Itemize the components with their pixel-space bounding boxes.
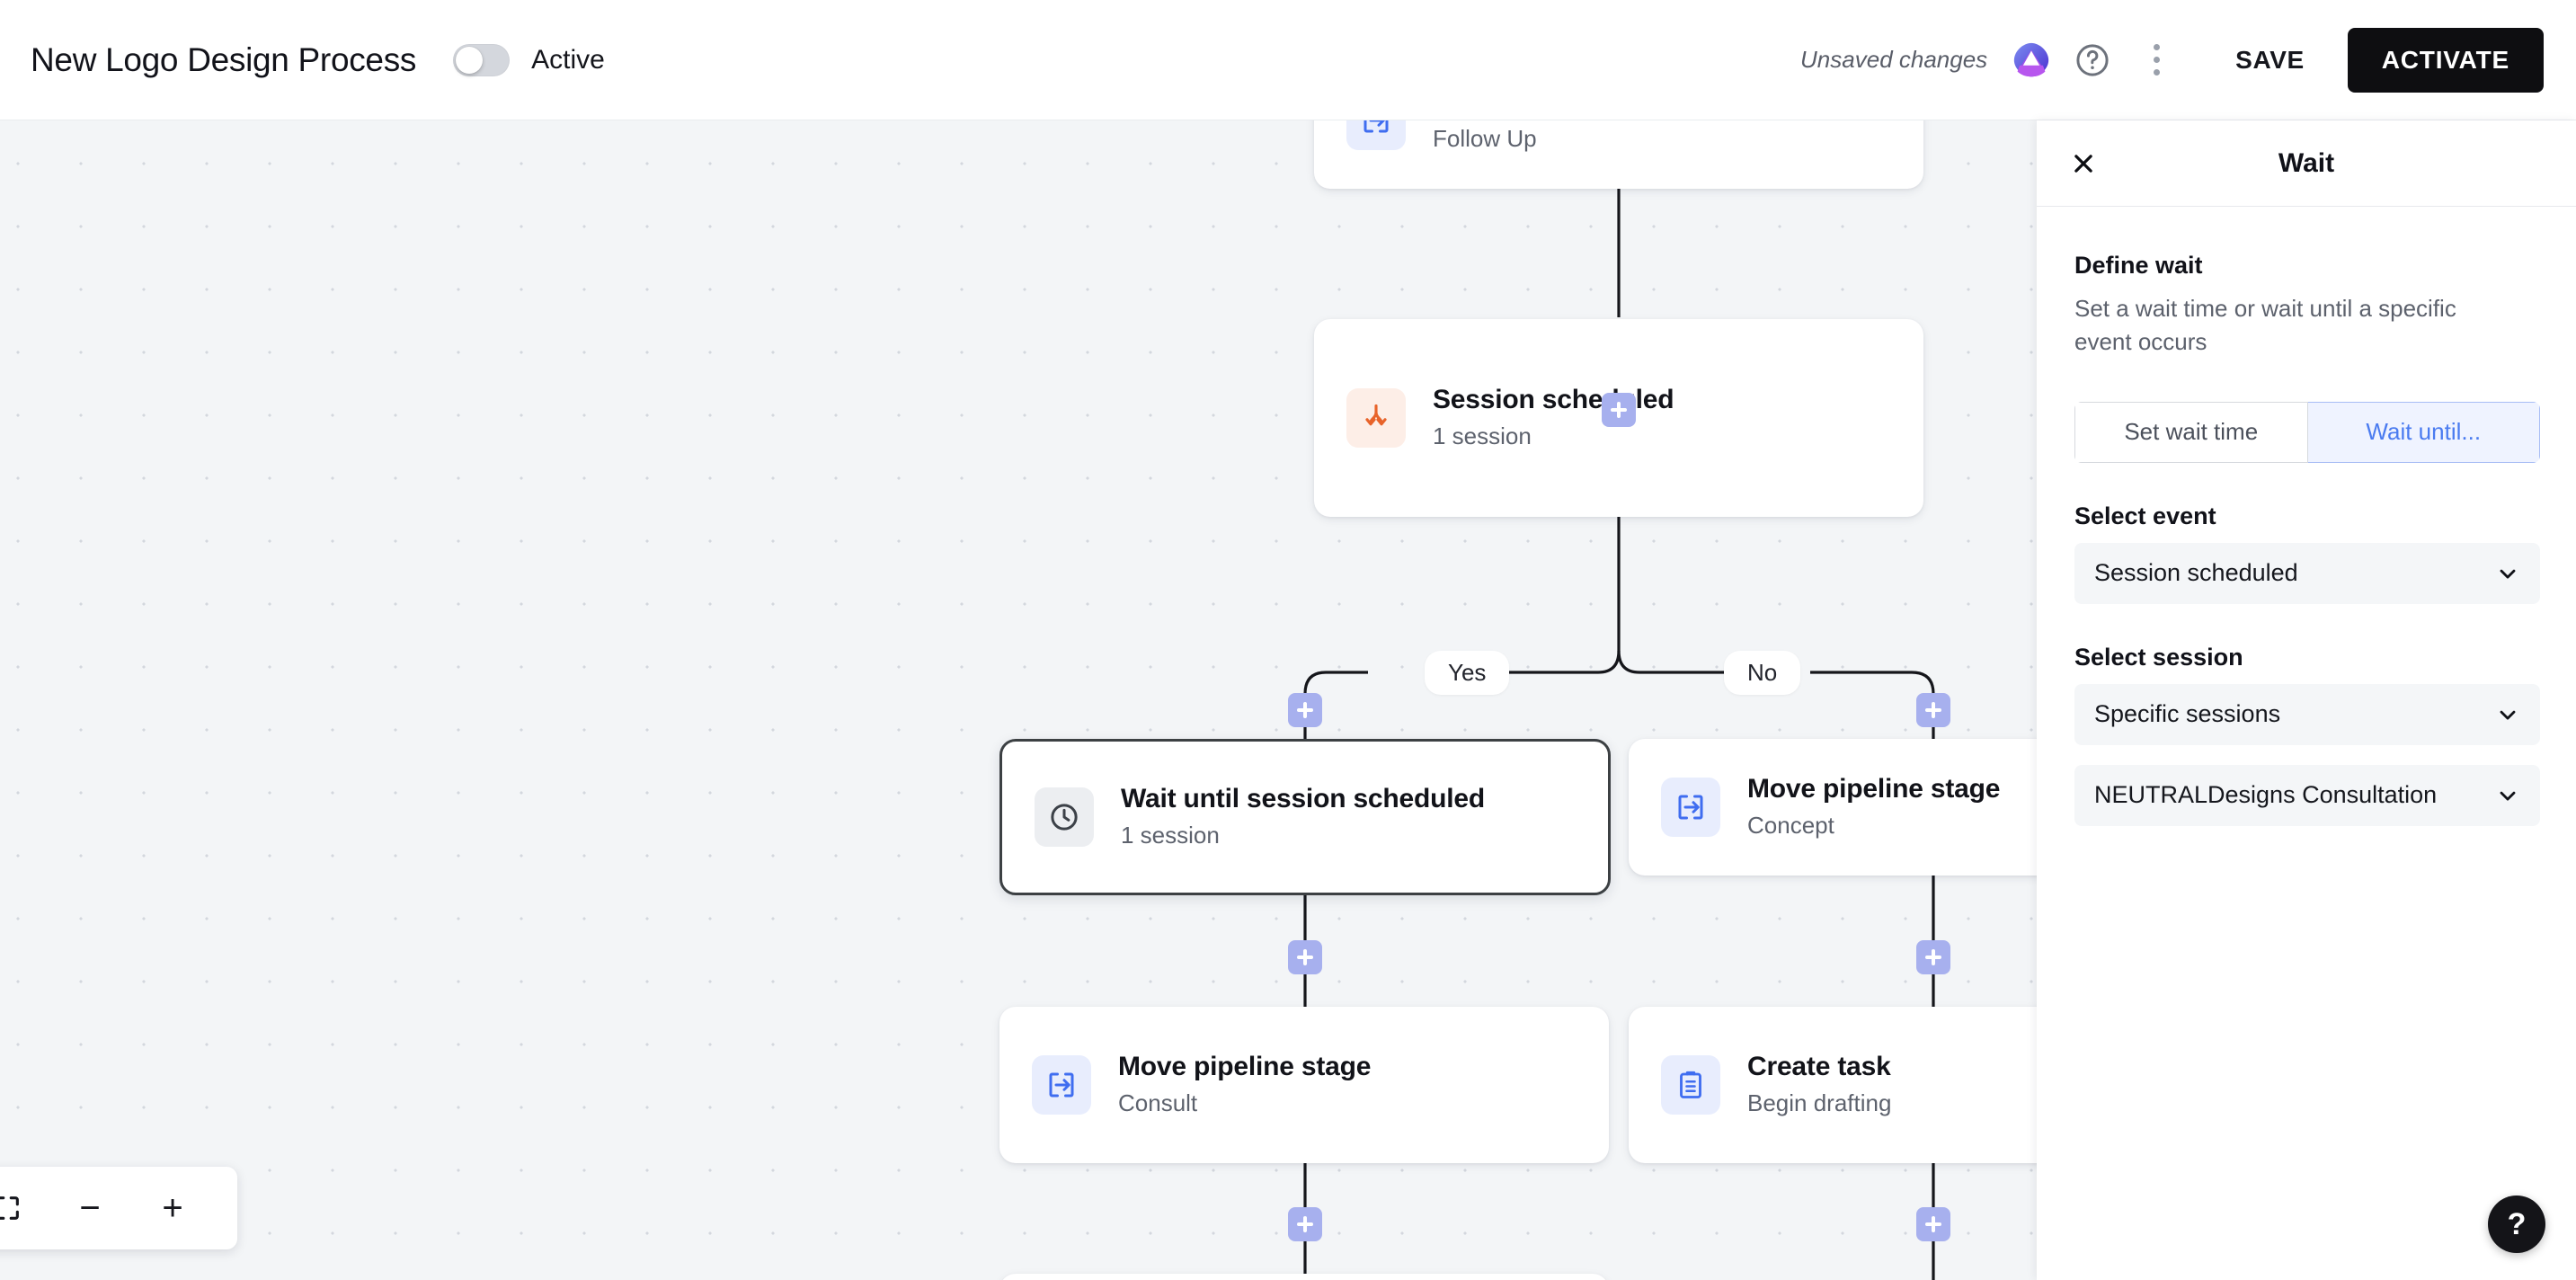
fit-to-screen-button[interactable] [0, 1167, 49, 1249]
save-button[interactable]: SAVE [2217, 33, 2323, 87]
select-session-value: Specific sessions [2094, 700, 2281, 728]
flow-node-text: Move pipeline stage Follow Up [1433, 120, 1685, 155]
help-fab-button[interactable]: ? [2488, 1196, 2545, 1253]
define-wait-description: Set a wait time or wait until a specific… [2074, 295, 2456, 355]
zoom-in-button[interactable]: + [131, 1167, 214, 1249]
select-event-dropdown[interactable]: Session scheduled [2074, 542, 2540, 604]
flow-node-text: Wait until session scheduled 1 session [1121, 783, 1485, 851]
select-session-label: Select session [2074, 643, 2243, 671]
flow-node-text: Session scheduled 1 session [1433, 384, 1674, 452]
add-step-button[interactable] [1602, 393, 1636, 427]
fit-to-screen-icon [0, 1196, 19, 1220]
add-step-button[interactable] [1288, 940, 1322, 974]
flow-node-subtitle: Consult [1118, 1089, 1198, 1117]
flow-node-move-pipeline-stage-follow-up[interactable]: Move pipeline stage Follow Up [1314, 120, 1923, 189]
flow-node-title: Move pipeline stage [1747, 773, 2001, 804]
define-wait-heading: Define wait [2074, 252, 2203, 279]
add-step-button[interactable] [1916, 940, 1950, 974]
select-event-label: Select event [2074, 502, 2216, 529]
kebab-menu-icon[interactable] [2136, 39, 2176, 82]
wait-until-option[interactable]: Wait until... [2307, 401, 2540, 463]
branch-label-no: No [1724, 651, 1801, 695]
top-bar: New Logo Design Process Active Unsaved c… [0, 0, 2576, 120]
flow-node-text: Create task Begin drafting [1747, 1051, 1891, 1119]
clock-icon [1035, 787, 1094, 847]
panel-header: Wait [2037, 120, 2576, 207]
active-toggle[interactable] [453, 43, 511, 76]
select-event-value: Session scheduled [2094, 559, 2298, 587]
specific-session-value: NEUTRALDesigns Consultation [2094, 781, 2438, 809]
flow-node-text: Move pipeline stage Consult [1118, 1051, 1371, 1119]
zoom-out-button[interactable]: − [49, 1167, 131, 1249]
flow-node-text: Move pipeline stage Concept [1747, 773, 2000, 841]
move-pipeline-stage-icon [1032, 1055, 1091, 1115]
flow-node-subtitle: 1 session [1121, 822, 1220, 849]
active-toggle-label: Active [531, 44, 605, 75]
wait-mode-segmented-control: Set wait time Wait until... [2074, 401, 2540, 463]
flow-node-subtitle: Begin drafting [1747, 1089, 1892, 1117]
zoom-toolbar: − + [0, 1167, 237, 1249]
flow-node-title: Move pipeline stage [1118, 1051, 1372, 1081]
page-title: New Logo Design Process [31, 40, 417, 78]
add-step-button[interactable] [1288, 1207, 1322, 1241]
unsaved-changes-status: Unsaved changes [1800, 46, 1988, 73]
active-toggle-group: Active [453, 43, 605, 76]
flow-node-title: Wait until session scheduled [1121, 783, 1486, 813]
panel-body: Define wait Set a wait time or wait unti… [2037, 207, 2576, 1280]
branch-condition-icon [1346, 388, 1406, 448]
activate-button[interactable]: ACTIVATE [2347, 27, 2544, 93]
chevron-down-icon [2500, 791, 2516, 801]
flow-node-move-pipeline-stage-consult[interactable]: Move pipeline stage Consult [999, 1007, 1609, 1163]
set-wait-time-option[interactable]: Set wait time [2074, 401, 2308, 463]
flow-node-title: Session scheduled [1433, 384, 1674, 414]
move-pipeline-stage-icon [1661, 778, 1720, 837]
chevron-down-icon [2500, 710, 2516, 720]
toggle-knob [456, 46, 484, 74]
branch-label-yes: Yes [1425, 651, 1510, 695]
specific-session-dropdown[interactable]: NEUTRALDesigns Consultation [2074, 764, 2540, 826]
add-step-button[interactable] [1288, 693, 1322, 727]
add-step-button[interactable] [1916, 693, 1950, 727]
flow-node-title: Create task [1747, 1051, 1891, 1081]
add-step-button[interactable] [1916, 1207, 1950, 1241]
flow-node-subtitle: Concept [1747, 812, 1834, 840]
select-session-dropdown[interactable]: Specific sessions [2074, 683, 2540, 745]
top-bar-right: Unsaved changes [1800, 27, 2576, 93]
flow-node-subtitle: 1 session [1433, 422, 1532, 450]
panel-title: Wait [2278, 147, 2335, 178]
wait-config-panel: Wait Define wait Set a wait time or wait… [2037, 120, 2576, 1280]
close-x-icon [2074, 154, 2092, 173]
flow-node-wait-until-session-scheduled[interactable]: Wait until session scheduled 1 session [999, 739, 1611, 895]
chevron-down-icon [2500, 569, 2516, 579]
minus-icon: − [79, 1188, 101, 1228]
close-panel-button[interactable] [2064, 144, 2103, 183]
plus-icon: + [162, 1188, 183, 1228]
move-pipeline-stage-icon [1346, 120, 1406, 150]
top-bar-left: New Logo Design Process Active [0, 41, 605, 79]
help-circle-icon[interactable] [2074, 41, 2111, 79]
create-task-icon [1661, 1055, 1720, 1115]
brand-logo-icon [2014, 42, 2049, 76]
flow-node-move-pipeline-stage-concept-bottom[interactable]: Move pipeline stage Concept [999, 1274, 1609, 1280]
flow-node-subtitle: Follow Up [1433, 125, 1537, 153]
